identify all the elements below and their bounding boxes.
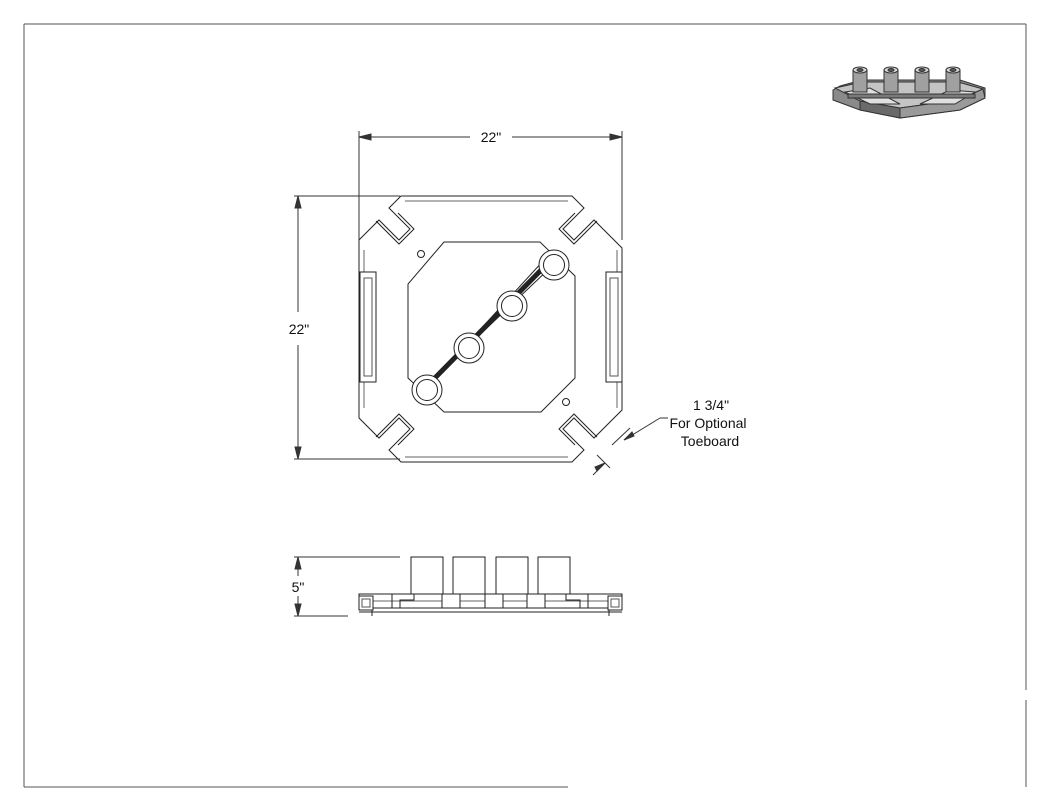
side-post-2	[452, 556, 486, 595]
slot-top-right	[558, 212, 598, 245]
side-post-1	[410, 556, 444, 595]
side-height-dimension	[294, 556, 400, 617]
post-4	[538, 249, 570, 281]
side-slot-left	[359, 271, 377, 383]
height-dimension	[294, 195, 400, 460]
side-post-3	[495, 556, 529, 595]
iso-post-3	[914, 66, 930, 93]
side-post-4	[537, 556, 571, 595]
toeboard-note-line3: Toeboard	[681, 433, 739, 449]
pin-hole-top-left	[417, 250, 425, 258]
pin-hole-bottom-right	[562, 398, 570, 406]
post-3	[496, 290, 528, 322]
slot-bottom-right	[558, 413, 598, 446]
slot-bottom-left	[375, 413, 415, 446]
iso-post-2	[883, 66, 899, 93]
iso-post-1	[852, 66, 868, 93]
top-view	[358, 195, 623, 463]
sheet-border	[23, 23, 1027, 788]
iso-post-4	[945, 66, 961, 93]
toeboard-note-line2: For Optional	[669, 415, 746, 431]
side-clip-right	[607, 595, 623, 611]
slot-top-left	[375, 212, 415, 245]
width-dimension-label: 22"	[481, 129, 502, 145]
post-1	[411, 374, 443, 406]
side-slot-left-inner	[363, 277, 373, 377]
toeboard-note-line1: 1 3/4"	[693, 397, 729, 413]
diagonal-bar	[423, 259, 553, 389]
plate-outline-inner	[363, 200, 618, 458]
side-view	[358, 556, 623, 616]
toeboard-dimension	[592, 417, 668, 476]
plate-outline	[358, 195, 623, 463]
width-dimension	[358, 131, 623, 240]
side-bracket-left	[391, 593, 415, 608]
side-slot-right-inner	[609, 277, 619, 377]
side-bracket-right	[565, 593, 589, 608]
side-slot-right	[605, 271, 623, 383]
height-dimension-label: 22"	[289, 321, 310, 337]
side-height-label: 5"	[292, 579, 305, 595]
side-clip-left	[358, 595, 374, 611]
post-2	[453, 332, 485, 364]
isometric-view	[832, 66, 986, 119]
